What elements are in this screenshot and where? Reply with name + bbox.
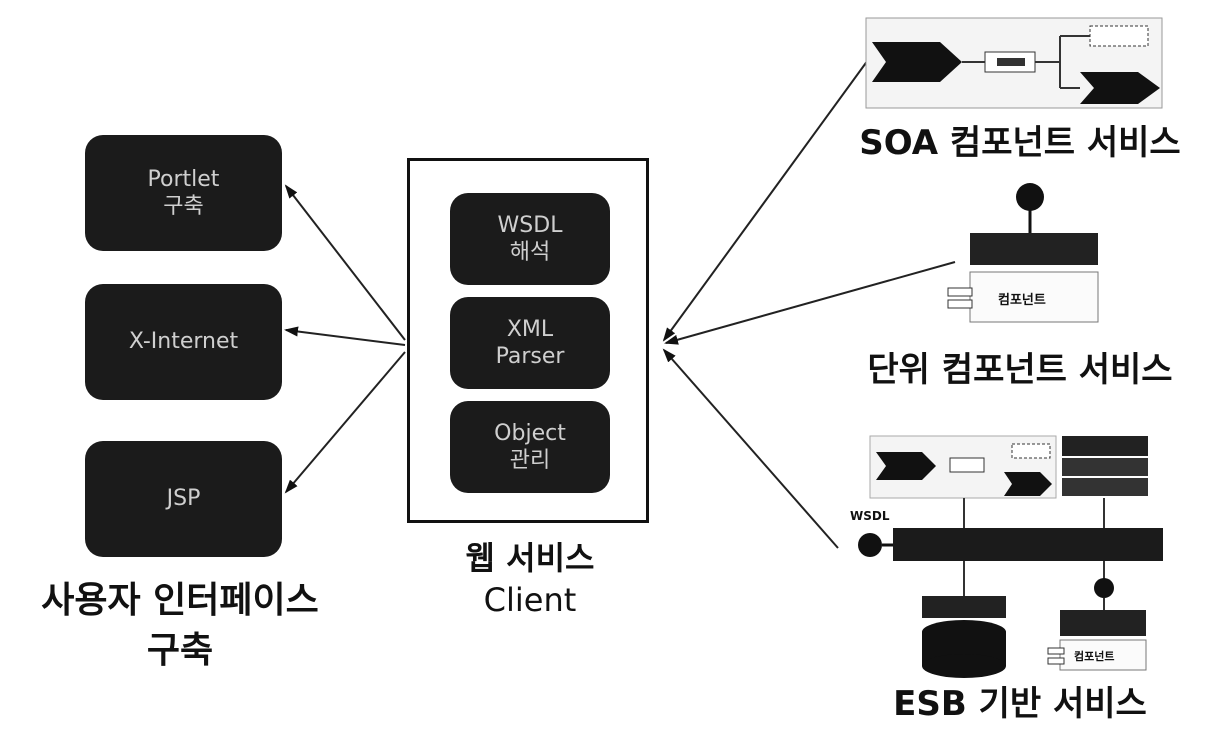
esb-component-label: 컴포넌트: [1074, 650, 1115, 663]
arrow-client-jsp: [284, 351, 406, 494]
esb-caption-text: ESB 기반 서비스: [893, 684, 1147, 724]
wsdl-box-line2: 해석: [509, 240, 551, 265]
jsp-box: JSP: [85, 441, 282, 557]
esb-wsdl-label: WSDL: [850, 509, 890, 523]
unit-component-label: 컴포넌트: [998, 293, 1046, 308]
xml-parser-box: XML Parser: [450, 297, 610, 389]
arrow-esb-client: [662, 348, 839, 549]
web-service-client-caption: 웹 서비스 Client: [430, 538, 630, 621]
arrow-client-portlet: [284, 184, 406, 341]
portlet-box-line2: 구축: [163, 194, 204, 219]
arrow-unit-client: [664, 261, 956, 345]
arrow-client-xinternet: [284, 326, 406, 346]
x-internet-box: X-Internet: [85, 284, 282, 400]
object-box-line2: 관리: [509, 448, 551, 473]
wsdl-box-line1: WSDL: [497, 212, 563, 238]
soa-caption-text: SOA 컴포넌트 서비스: [859, 123, 1181, 163]
ui-caption-line2: 구축: [146, 630, 214, 672]
arrow-soa-client: [662, 59, 869, 342]
wsdl-analysis-box: WSDL 해석: [450, 193, 610, 285]
object-management-box: Object 관리: [450, 401, 610, 493]
object-box-line1: Object: [494, 420, 566, 446]
jsp-box-label: JSP: [166, 486, 201, 512]
unit-caption-text: 단위 컴포넌트 서비스: [867, 350, 1173, 390]
ui-caption-line1: 사용자 인터페이스: [41, 580, 319, 621]
x-internet-box-label: X-Internet: [128, 329, 239, 355]
client-caption-line1: 웹 서비스: [465, 539, 595, 577]
xml-box-line1: XML: [506, 316, 554, 342]
portlet-box: Portlet 구축: [85, 135, 282, 251]
soa-component-caption: SOA 컴포넌트 서비스: [830, 115, 1210, 164]
client-caption-line2: Client: [483, 580, 577, 619]
ui-construction-caption: 사용자 인터페이스 구축: [10, 576, 350, 677]
portlet-box-line1: Portlet: [147, 166, 220, 192]
esb-service-caption: ESB 기반 서비스: [830, 676, 1210, 725]
xml-box-line2: Parser: [495, 344, 565, 369]
unit-component-caption: 단위 컴포넌트 서비스: [830, 342, 1210, 391]
